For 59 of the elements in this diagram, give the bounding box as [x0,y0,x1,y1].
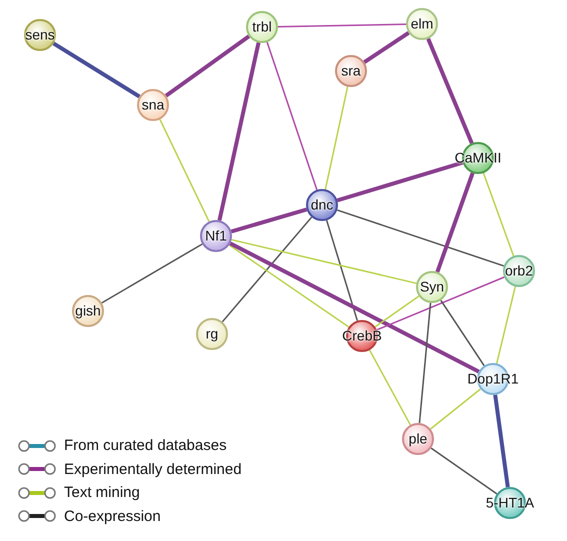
interaction-line [326,220,358,321]
interaction-line [336,209,504,267]
gene-label: orb2 [504,264,534,278]
protein-node [306,189,338,221]
protein-node [246,11,278,43]
protein-node [406,8,438,40]
interaction-line [278,24,406,28]
interaction-line [482,172,514,256]
protein-node [402,423,434,455]
protein-node [196,318,228,350]
legend-text: Co-expression [64,508,161,524]
protein-node [137,89,169,121]
gene-label: CrebB [342,328,382,343]
interaction-line [426,38,474,144]
interaction-line [430,388,481,430]
interaction-line [52,42,140,98]
interaction-line [101,243,203,304]
interaction-line [493,394,510,488]
interaction-line [217,42,261,221]
gene-label: rg [206,326,218,341]
interaction-line [436,172,474,273]
gene-label: ple [408,432,428,446]
interaction-line [440,300,485,366]
interaction-line [159,119,210,222]
gene-label: Nf1 [205,228,227,243]
interaction-line [164,34,250,98]
gene-label: elm [410,16,434,31]
protein-node [335,55,367,87]
gene-label: sens [25,28,55,42]
protein-node [416,271,448,303]
legend-text: From curated databases [64,437,227,454]
interaction-line [230,208,308,234]
legend-text: Experimentally determined [64,460,242,478]
interaction-line [376,276,504,331]
gene-label: sra [341,64,361,78]
legend-text: Text mining [64,484,140,501]
protein-node [24,19,56,51]
interaction-line [336,160,464,202]
gene-label: sna [142,98,164,112]
interaction-line [368,350,412,426]
gene-label: Syn [420,280,444,294]
interaction-line [229,242,480,374]
interaction-line [222,216,312,322]
interaction-line [374,296,420,328]
gene-label: dnc [310,198,334,212]
interaction-line [430,448,498,494]
interaction-line [231,238,417,284]
protein-node [503,255,535,287]
gene-label: Dop1R1 [467,372,519,386]
interaction-line [228,244,350,328]
protein-node [200,220,232,252]
interaction-line [363,31,410,64]
gene-label: trbl [252,20,272,34]
interaction-line [496,286,516,364]
gene-label: gish [75,304,101,318]
interaction-line [418,302,432,424]
protein-node [72,295,104,327]
interaction-line [324,86,348,190]
interaction-line [266,42,318,190]
